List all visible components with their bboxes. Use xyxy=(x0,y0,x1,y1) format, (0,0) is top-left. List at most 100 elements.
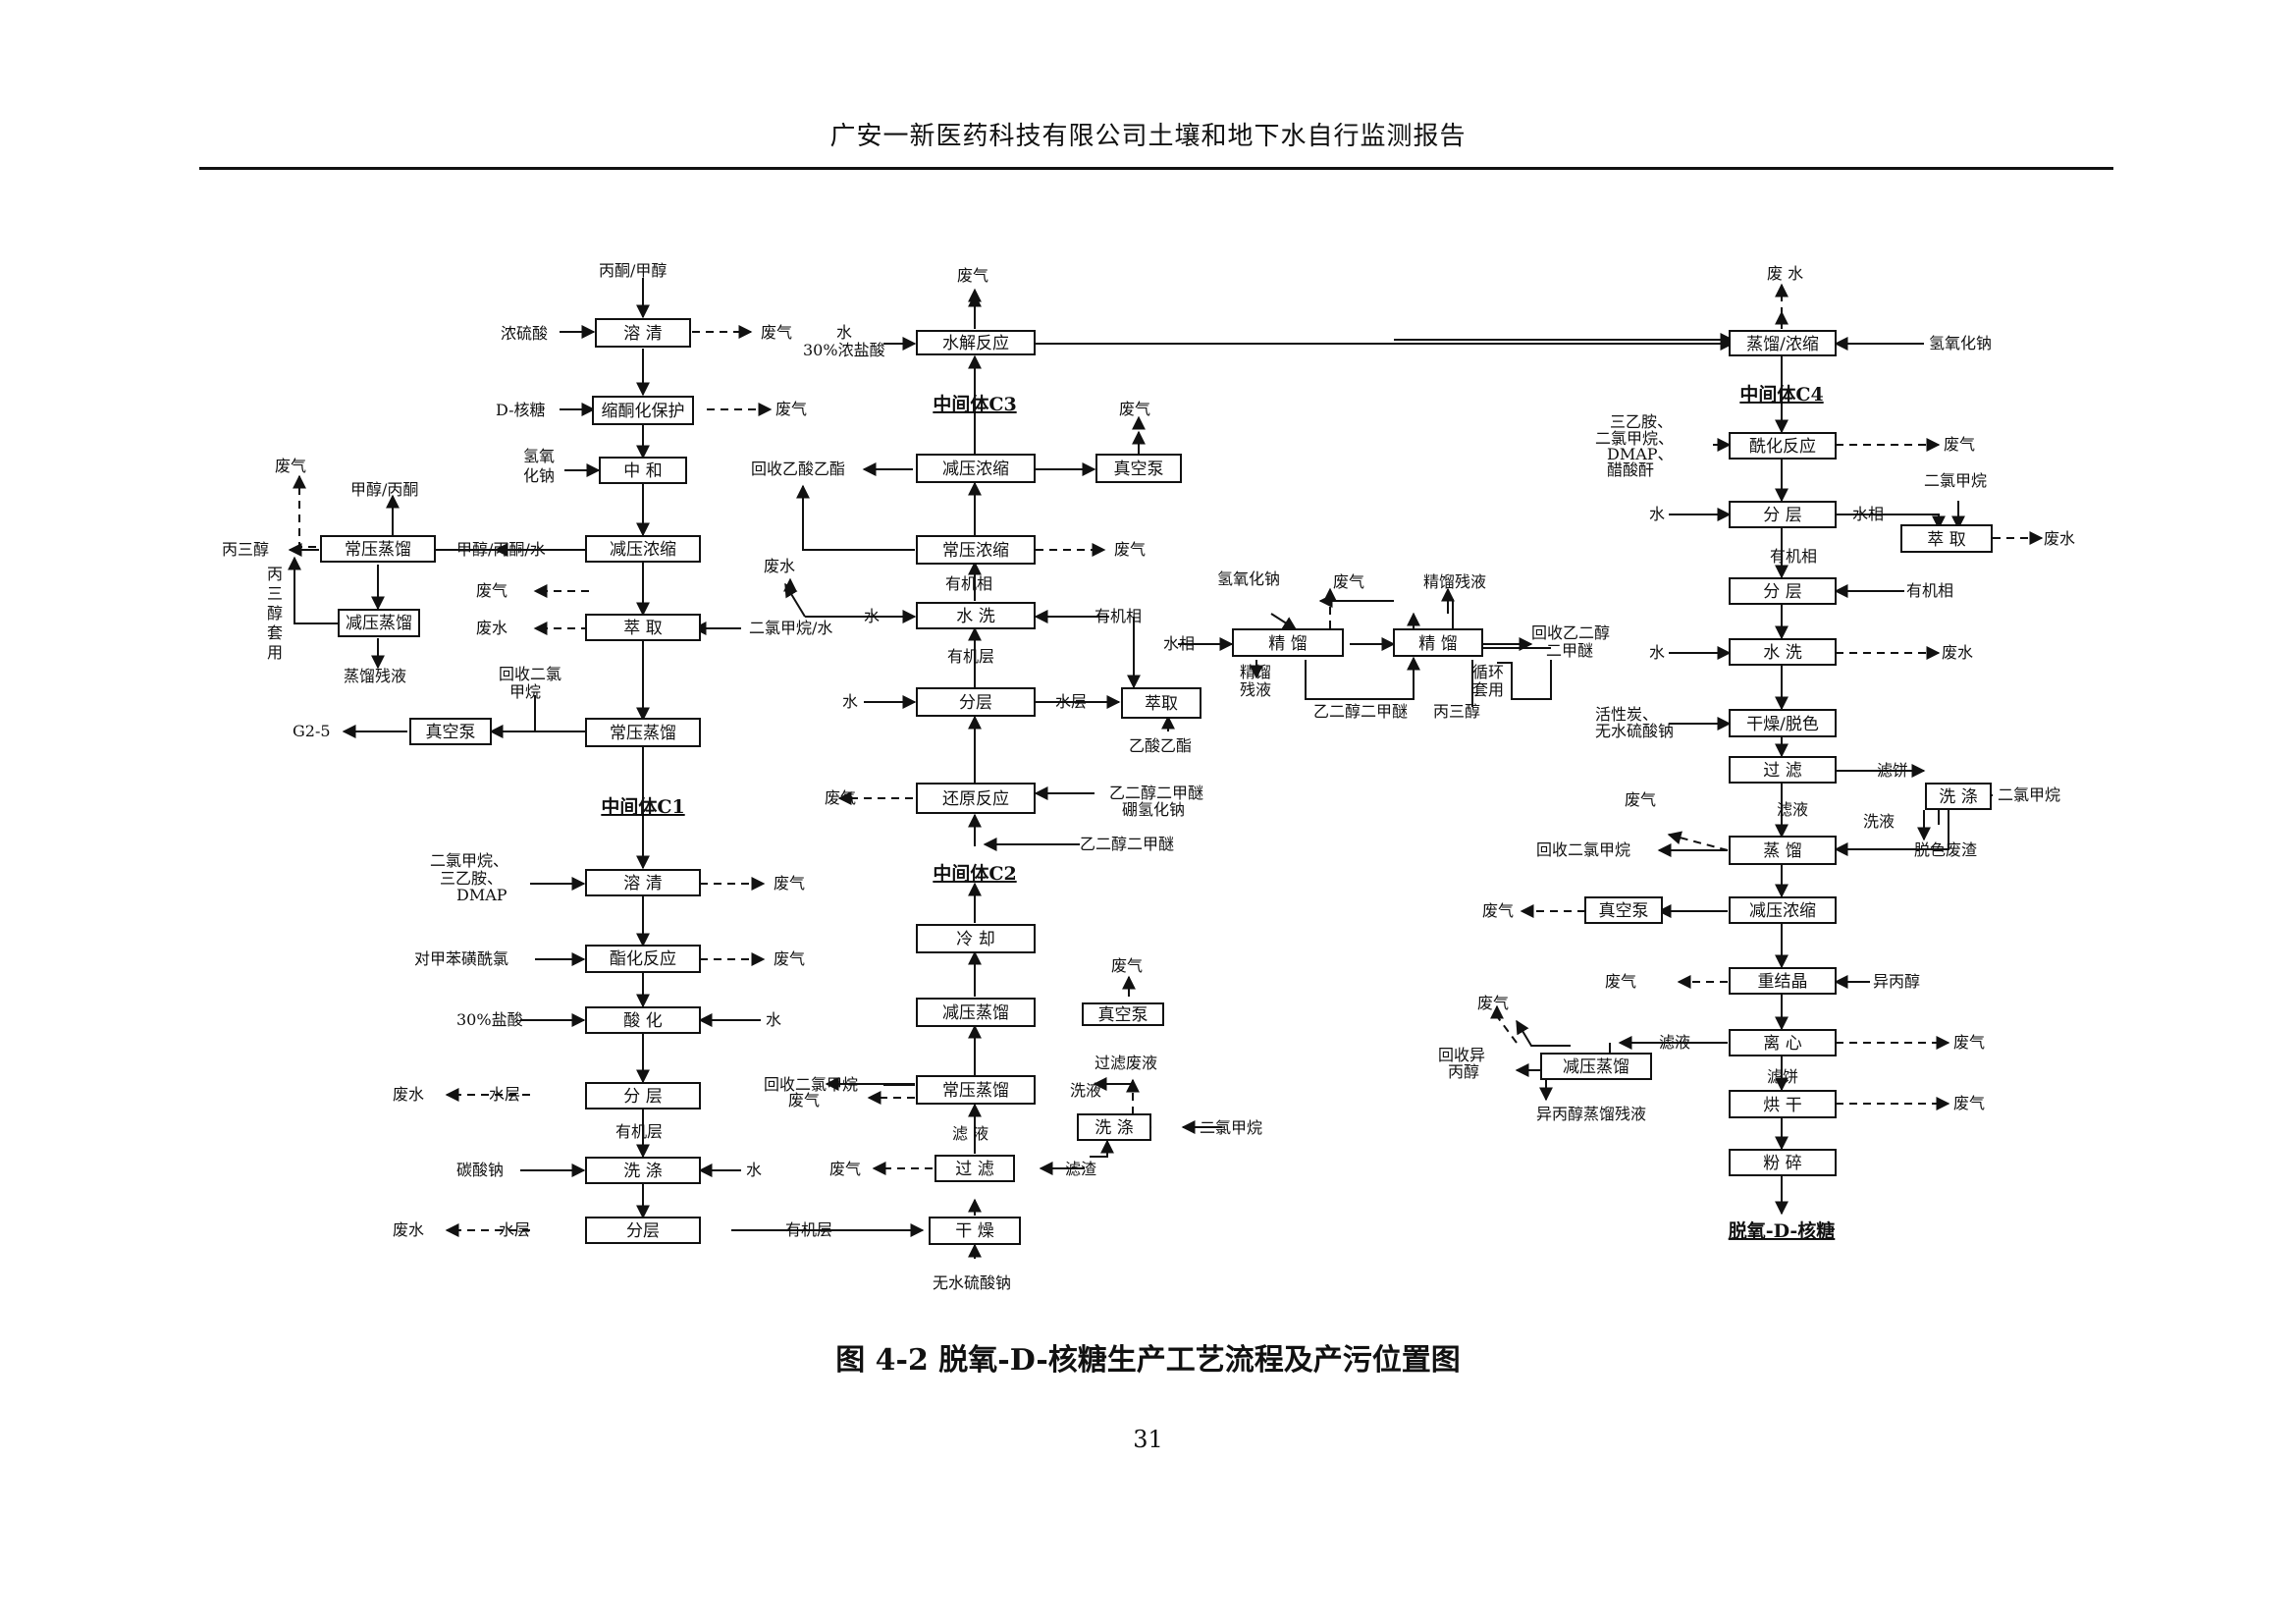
annotation: 三 xyxy=(267,584,283,603)
annotation: 套 xyxy=(267,623,283,642)
node-label: 水 洗 xyxy=(1763,643,1801,663)
node-label: 洗 涤 xyxy=(623,1162,662,1181)
annotation: 无水硫酸钠 xyxy=(1595,722,1674,740)
annotation: 脱色废渣 xyxy=(1914,840,1977,859)
node-box xyxy=(916,998,1036,1027)
node-box xyxy=(1540,1053,1652,1080)
annotation: 二氯甲烷、 xyxy=(430,851,508,870)
annotation: 滤液 xyxy=(1777,800,1808,819)
annotation: 蒸馏残液 xyxy=(344,667,406,685)
annotation: 醇 xyxy=(267,604,283,623)
node-box xyxy=(929,1217,1021,1245)
node-label: 精 馏 xyxy=(1418,634,1457,654)
node-box xyxy=(585,1217,701,1244)
node-box xyxy=(1729,896,1837,924)
node-box xyxy=(1584,896,1663,924)
annotation: 废气 xyxy=(775,400,807,418)
annotation: 甲醇/丙酮 xyxy=(350,480,418,499)
node-box xyxy=(916,783,1036,814)
page-number: 31 xyxy=(1133,1426,1163,1453)
node-label: 酯化反应 xyxy=(610,949,676,969)
annotation: 浓硫酸 xyxy=(501,324,548,343)
flow-annotations: 丙酮/甲醇 浓硫酸 废气 D-核糖 废气 氢氧 化钠 废气 甲醇/丙酮 丙三醇 … xyxy=(222,261,2075,1292)
node-box xyxy=(1729,501,1837,528)
annotation: 有机层 xyxy=(615,1122,663,1141)
node-box xyxy=(1729,432,1837,460)
annotation: 滤 液 xyxy=(952,1124,988,1143)
annotation: 三乙胺、 xyxy=(1610,412,1673,431)
annotation: 水相 xyxy=(1163,634,1195,653)
annotation: 废气 xyxy=(788,1091,820,1110)
node-box xyxy=(1729,709,1837,737)
annotation: 废气 xyxy=(957,266,988,285)
annotation: 套用 xyxy=(1472,680,1504,699)
annotation: 对甲苯磺酰氯 xyxy=(414,949,508,968)
annotation: 回收乙酸乙酯 xyxy=(751,460,845,478)
annotation: 有机相 xyxy=(1770,547,1817,566)
node-label: 烘 干 xyxy=(1763,1096,1801,1115)
annotation: 废水 xyxy=(393,1220,424,1239)
node-label: 酸 化 xyxy=(623,1011,662,1031)
node-box xyxy=(599,457,687,484)
annotation: 回收异 xyxy=(1438,1046,1485,1064)
node-label: 干 燥 xyxy=(955,1221,993,1241)
node-label: 减压蒸馏 xyxy=(942,1003,1009,1023)
annotation: 二氯甲烷 xyxy=(1924,471,1987,490)
intermediate-label: 中间体C2 xyxy=(933,862,1016,885)
node-label: 常压浓缩 xyxy=(942,541,1009,561)
annotation: 回收二氯甲烷 xyxy=(764,1075,858,1094)
annotation: 异丙醇 xyxy=(1873,972,1920,991)
node-box xyxy=(916,535,1036,565)
figure-caption: 图 4-2 脱氧-D-核糖生产工艺流程及产污位置图 xyxy=(835,1343,1461,1378)
annotation: 三乙胺、 xyxy=(440,869,503,888)
node-label: 水解反应 xyxy=(942,334,1009,353)
annotation: 乙二醇二甲醚 xyxy=(1313,702,1408,721)
node-label: 真空泵 xyxy=(1114,460,1164,479)
annotation: 洗液 xyxy=(1070,1081,1101,1100)
process-boxes xyxy=(320,318,1993,1245)
annotation: 氢氧化钠 xyxy=(1929,334,1992,352)
node-box xyxy=(595,318,691,348)
node-box xyxy=(1729,756,1837,784)
annotation: 水层 xyxy=(499,1220,530,1239)
annotation: G2-5 xyxy=(293,722,331,740)
annotation: 有机相 xyxy=(1906,581,1953,600)
node-box xyxy=(1729,836,1837,865)
annotation: 甲烷 xyxy=(509,682,541,701)
annotation: 水 xyxy=(1649,505,1665,523)
node-label: 萃取 xyxy=(1145,694,1178,714)
node-box xyxy=(1729,638,1837,666)
annotation: 废气 xyxy=(1119,400,1150,418)
node-label: 干燥/脱色 xyxy=(1746,715,1819,734)
node-box xyxy=(1232,628,1344,657)
annotation: 乙二醇二甲醚 xyxy=(1109,784,1203,802)
node-box xyxy=(1729,577,1837,605)
annotation: 乙酸乙酯 xyxy=(1129,736,1192,755)
annotation: 水 xyxy=(746,1161,762,1179)
annotation: 废气 xyxy=(774,874,805,893)
node-label: 重结晶 xyxy=(1758,972,1808,992)
annotation: 有机层 xyxy=(785,1220,832,1239)
node-label: 离 心 xyxy=(1763,1034,1801,1054)
annotation: 有机相 xyxy=(945,574,992,593)
node-label: 水 洗 xyxy=(956,607,994,626)
node-box xyxy=(1729,967,1837,995)
annotation: 氢氧 xyxy=(523,447,555,465)
annotation: 废气 xyxy=(1625,790,1656,809)
annotation: 回收二氯 xyxy=(499,665,561,683)
annotation: 滤渣 xyxy=(1065,1160,1096,1178)
node-label: 常压蒸馏 xyxy=(345,540,411,560)
annotation: 废气 xyxy=(825,788,856,807)
node-label: 分 层 xyxy=(1763,582,1801,602)
annotation: 回收乙二醇 xyxy=(1531,623,1610,642)
annotation: 废气 xyxy=(1333,572,1364,591)
annotation: 循环 xyxy=(1472,663,1504,681)
annotation: 废气 xyxy=(1114,540,1146,559)
node-box xyxy=(409,718,492,745)
annotation: 废气 xyxy=(1111,956,1143,975)
annotation: 过滤废液 xyxy=(1095,1054,1157,1072)
node-box xyxy=(916,687,1036,717)
node-label: 减压蒸馏 xyxy=(1563,1057,1629,1077)
intermediate-label: 中间体C1 xyxy=(601,795,684,818)
annotation: 残液 xyxy=(1240,680,1271,699)
